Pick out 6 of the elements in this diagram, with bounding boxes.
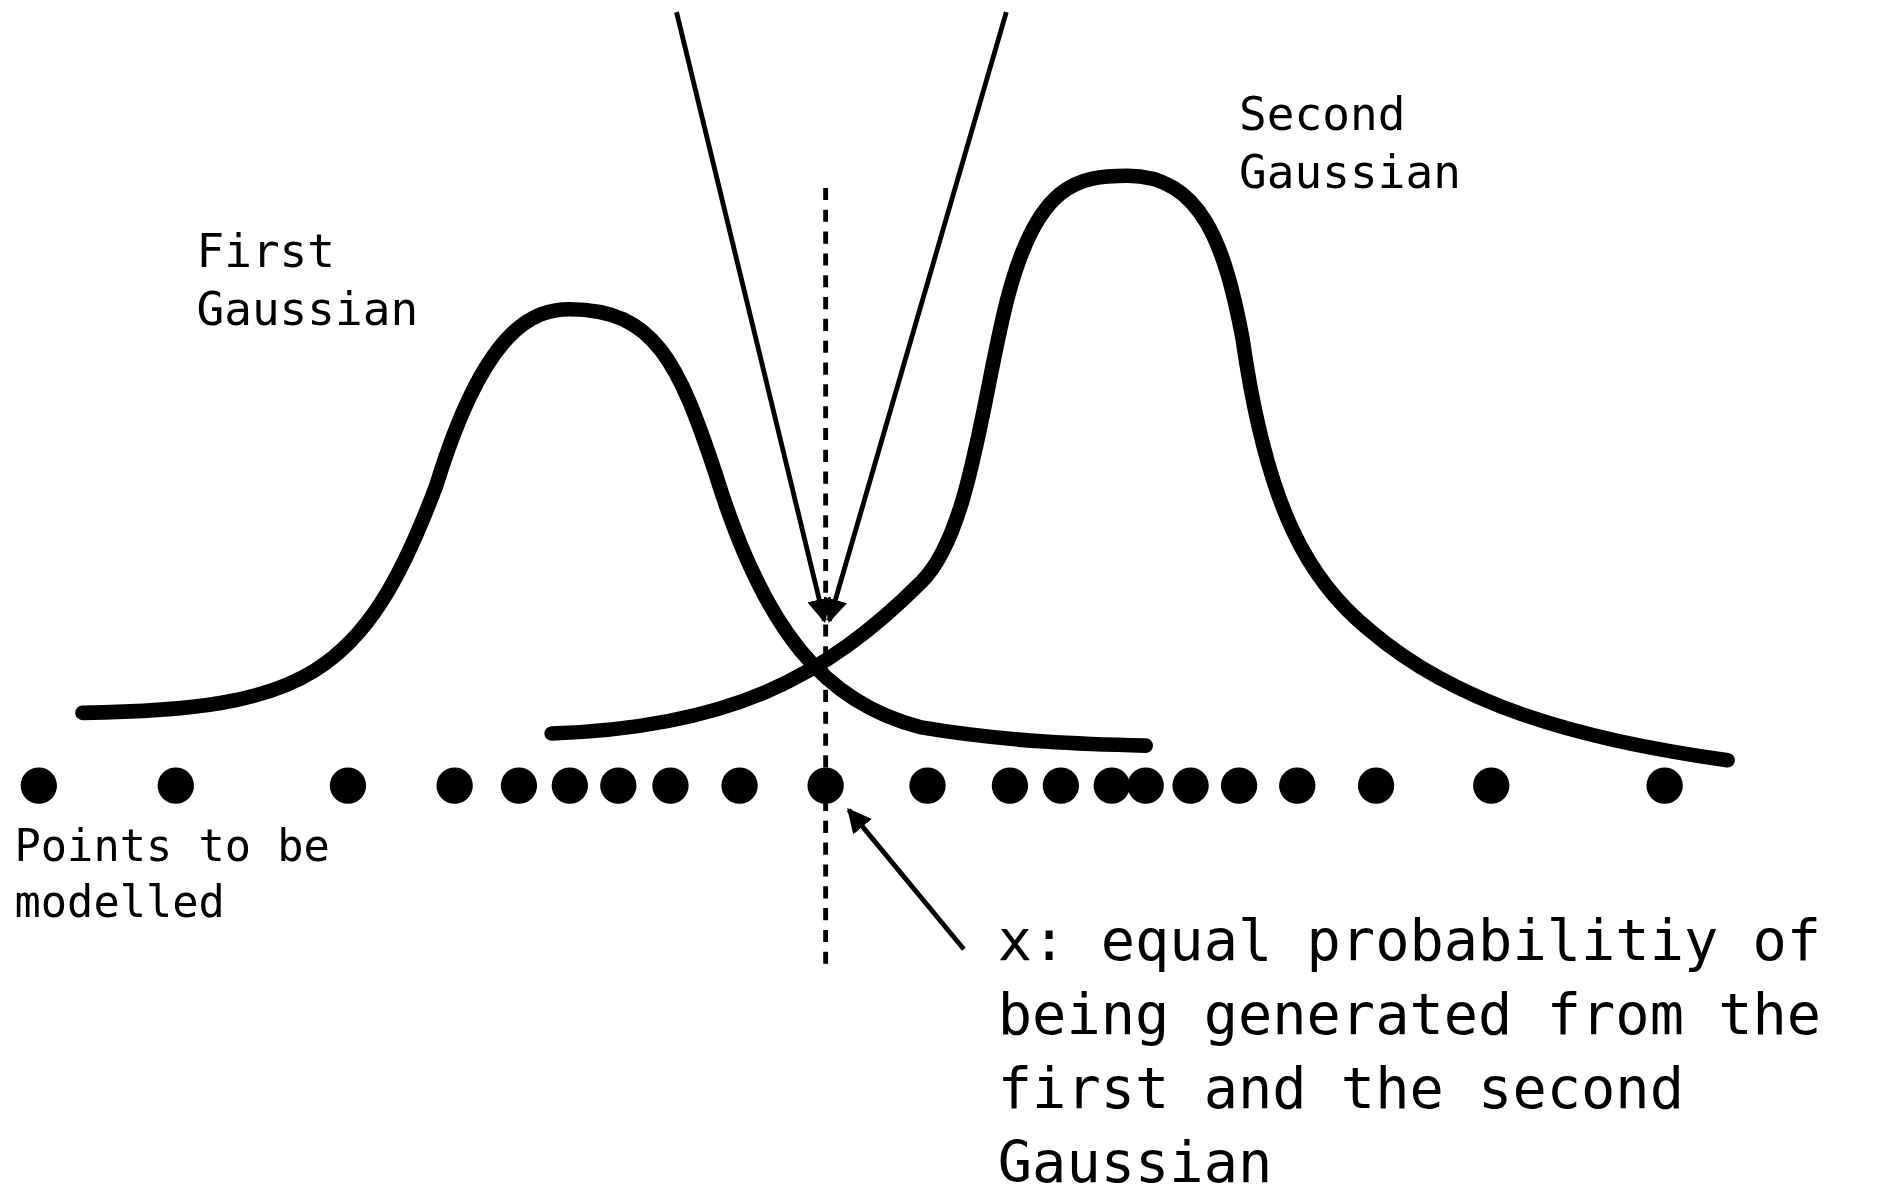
annotation-text: x: equal probabilitiy of being generated from the first and the second Gaussian	[997, 903, 1901, 1187]
data-point	[807, 767, 844, 804]
curve-label: Second Gaussian	[1239, 86, 1462, 201]
curve-label: First Gaussian	[196, 223, 420, 338]
leader-arrow	[846, 808, 966, 951]
curve-label: Points to be modelled	[14, 819, 331, 929]
